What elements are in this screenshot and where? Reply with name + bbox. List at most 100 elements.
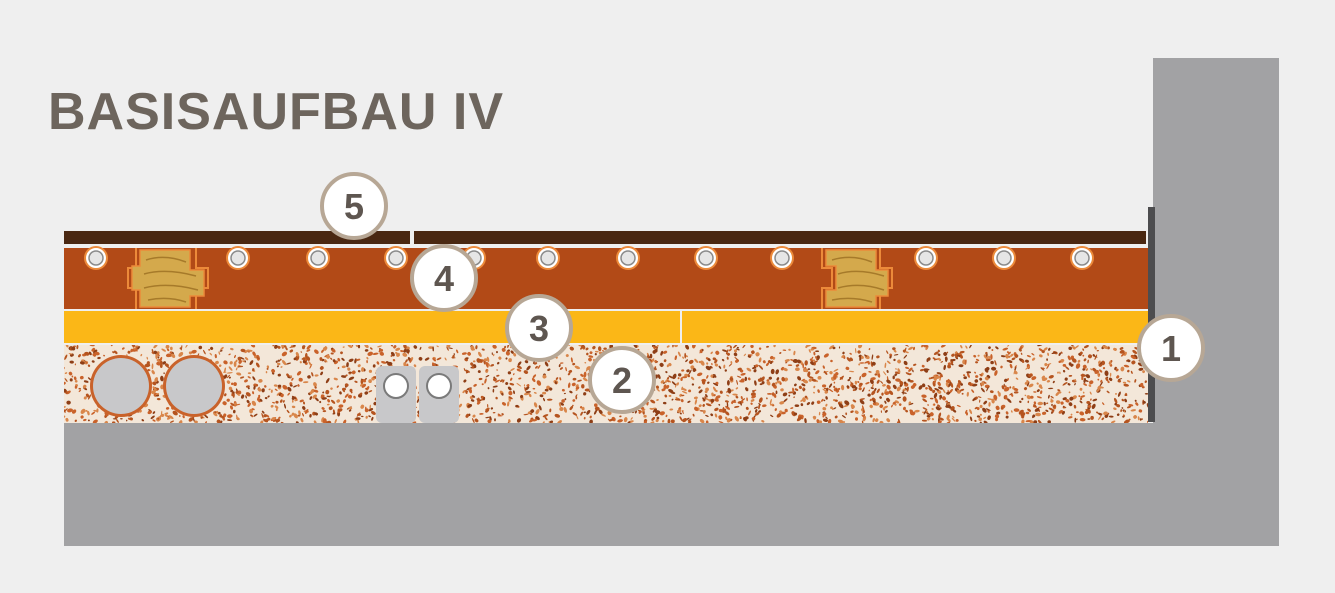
fill-grain [1110, 420, 1116, 423]
fill-grain [360, 404, 365, 409]
fill-grain [750, 402, 753, 405]
fill-grain [983, 400, 988, 405]
fill-grain [364, 406, 367, 411]
fill-grain [237, 356, 242, 361]
fill-grain [687, 400, 691, 403]
fill-grain [164, 412, 169, 415]
fill-grain [549, 420, 554, 423]
fill-grain [825, 403, 828, 407]
fill-grain [218, 364, 222, 367]
fill-grain [1089, 391, 1092, 395]
fill-grain [69, 378, 73, 382]
fill-grain [861, 414, 865, 418]
fill-grain [770, 368, 775, 375]
fill-grain [150, 415, 155, 420]
fill-grain [699, 349, 703, 354]
fill-grain [490, 407, 494, 410]
fill-grain [154, 345, 158, 347]
fill-grain [354, 358, 357, 364]
fill-grain [1087, 418, 1091, 420]
fill-grain [516, 365, 522, 369]
fill-grain [773, 393, 777, 398]
fill-grain [855, 348, 857, 354]
fill-grain [277, 345, 281, 349]
fill-grain [297, 384, 300, 387]
fill-grain [1089, 380, 1094, 385]
fill-grain [306, 349, 311, 352]
fill-grain [1116, 375, 1120, 379]
fill-grain [678, 409, 682, 413]
fill-grain [854, 410, 859, 414]
fill-grain [649, 421, 655, 423]
fill-grain [549, 387, 553, 391]
fill-grain [880, 380, 884, 384]
fill-grain [699, 418, 705, 423]
fill-grain [994, 414, 1000, 419]
fill-grain [671, 398, 674, 401]
fill-grain [946, 351, 949, 354]
fill-grain [364, 349, 369, 352]
fill-grain [261, 410, 265, 414]
fill-grain [630, 417, 633, 420]
fill-grain [934, 388, 940, 391]
fill-grain [529, 418, 534, 423]
fill-grain [894, 373, 898, 377]
fill-grain [822, 388, 828, 393]
fill-grain [867, 393, 871, 397]
fill-grain [1140, 382, 1144, 386]
fill-grain [209, 352, 213, 356]
fill-grain [1048, 407, 1054, 411]
fill-grain [303, 381, 309, 384]
fill-grain [1123, 420, 1127, 423]
fill-grain [769, 398, 772, 405]
fill-grain [959, 350, 965, 354]
fill-grain [1108, 415, 1114, 418]
fill-grain [737, 367, 742, 371]
fill-grain [185, 345, 189, 348]
fill-grain [247, 376, 251, 379]
fill-grain [569, 346, 575, 351]
fill-grain [788, 394, 791, 397]
fill-grain [324, 359, 328, 363]
fill-grain [960, 355, 963, 359]
fill-grain [705, 398, 710, 401]
fill-grain [774, 408, 777, 412]
fill-grain [822, 407, 827, 411]
fill-grain [744, 416, 749, 420]
fill-grain [722, 349, 728, 352]
fill-grain [829, 371, 833, 375]
fill-grain [495, 396, 498, 400]
fill-grain [862, 410, 864, 415]
fill-grain [787, 364, 793, 367]
fill-grain [971, 383, 974, 385]
fill-grain [810, 361, 815, 366]
fill-grain [809, 358, 814, 363]
fill-grain [801, 378, 805, 382]
fill-grain [370, 411, 376, 415]
fill-grain [1118, 378, 1123, 381]
fill-grain [794, 383, 797, 387]
fill-grain [152, 386, 157, 391]
fill-grain [1026, 381, 1030, 387]
fill-grain [1099, 381, 1103, 387]
fill-grain [448, 347, 453, 349]
fill-grain [912, 369, 914, 373]
fill-grain [1134, 379, 1137, 383]
fill-grain [655, 411, 659, 417]
fill-grain [93, 349, 98, 354]
fill-grain [345, 374, 348, 377]
fill-grain [638, 410, 642, 414]
fill-grain [359, 392, 363, 396]
fill-grain [1046, 364, 1050, 370]
fill-grain [301, 357, 306, 360]
fill-grain [672, 345, 674, 348]
fill-grain [688, 369, 692, 375]
fill-grain [701, 348, 704, 352]
fill-grain [833, 368, 839, 372]
fill-grain [997, 390, 1000, 394]
fill-grain [954, 351, 958, 355]
fill-grain [965, 409, 968, 414]
fill-grain [608, 418, 614, 422]
fill-grain [725, 416, 728, 421]
fill-grain [287, 392, 291, 396]
